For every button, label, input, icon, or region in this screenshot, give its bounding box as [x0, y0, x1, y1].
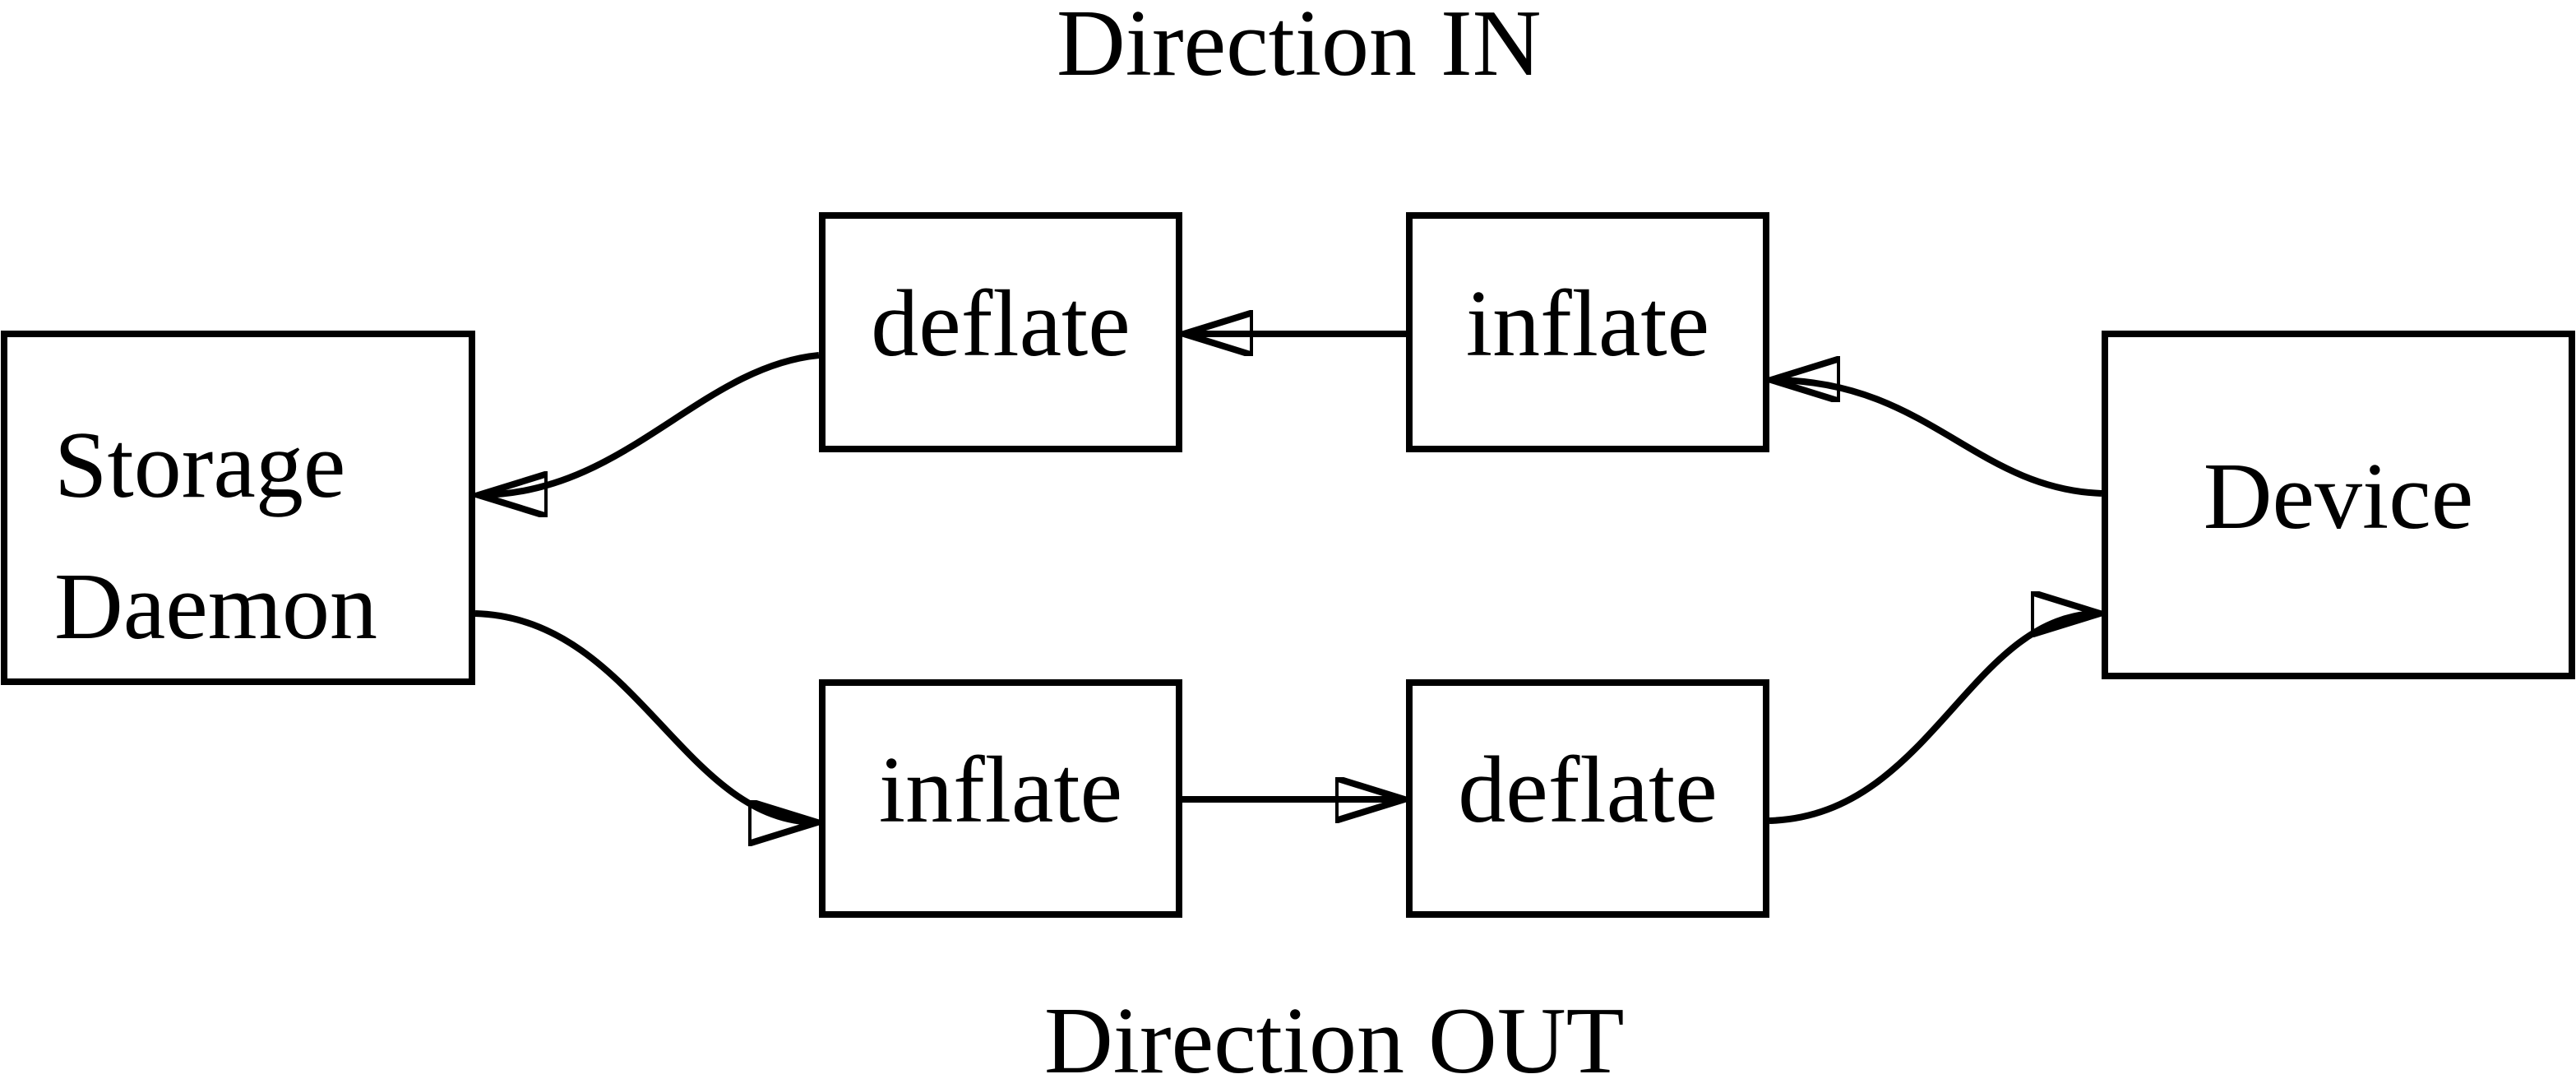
node-deflate-in: deflate [819, 212, 1182, 452]
connector-device-to-inflate-in [1771, 380, 2102, 497]
node-inflate-out-label: inflate [878, 737, 1123, 843]
node-deflate-in-label: deflate [871, 271, 1131, 377]
storage-daemon-label-line2: Daemon [54, 554, 377, 660]
node-storage-daemon [1, 331, 475, 685]
connector-deflate-to-device-out [1769, 613, 2100, 824]
node-deflate-out-label: deflate [1458, 737, 1718, 843]
connector-deflate-to-storage-daemon-in [479, 352, 820, 495]
direction-out-label: Direction OUT [1044, 988, 1625, 1088]
connector-storage-daemon-to-inflate-out [474, 610, 817, 822]
node-device-label: Device [2203, 443, 2474, 549]
node-inflate-out: inflate [819, 679, 1182, 918]
node-deflate-out: deflate [1406, 679, 1769, 918]
storage-daemon-label-line1: Storage [54, 413, 346, 518]
node-inflate-in: inflate [1406, 212, 1769, 452]
node-storage-daemon-label: Storage Daemon [54, 395, 377, 678]
node-device: Device [2102, 331, 2575, 679]
node-inflate-in-label: inflate [1465, 271, 1710, 377]
direction-in-label: Direction IN [1057, 0, 1542, 96]
